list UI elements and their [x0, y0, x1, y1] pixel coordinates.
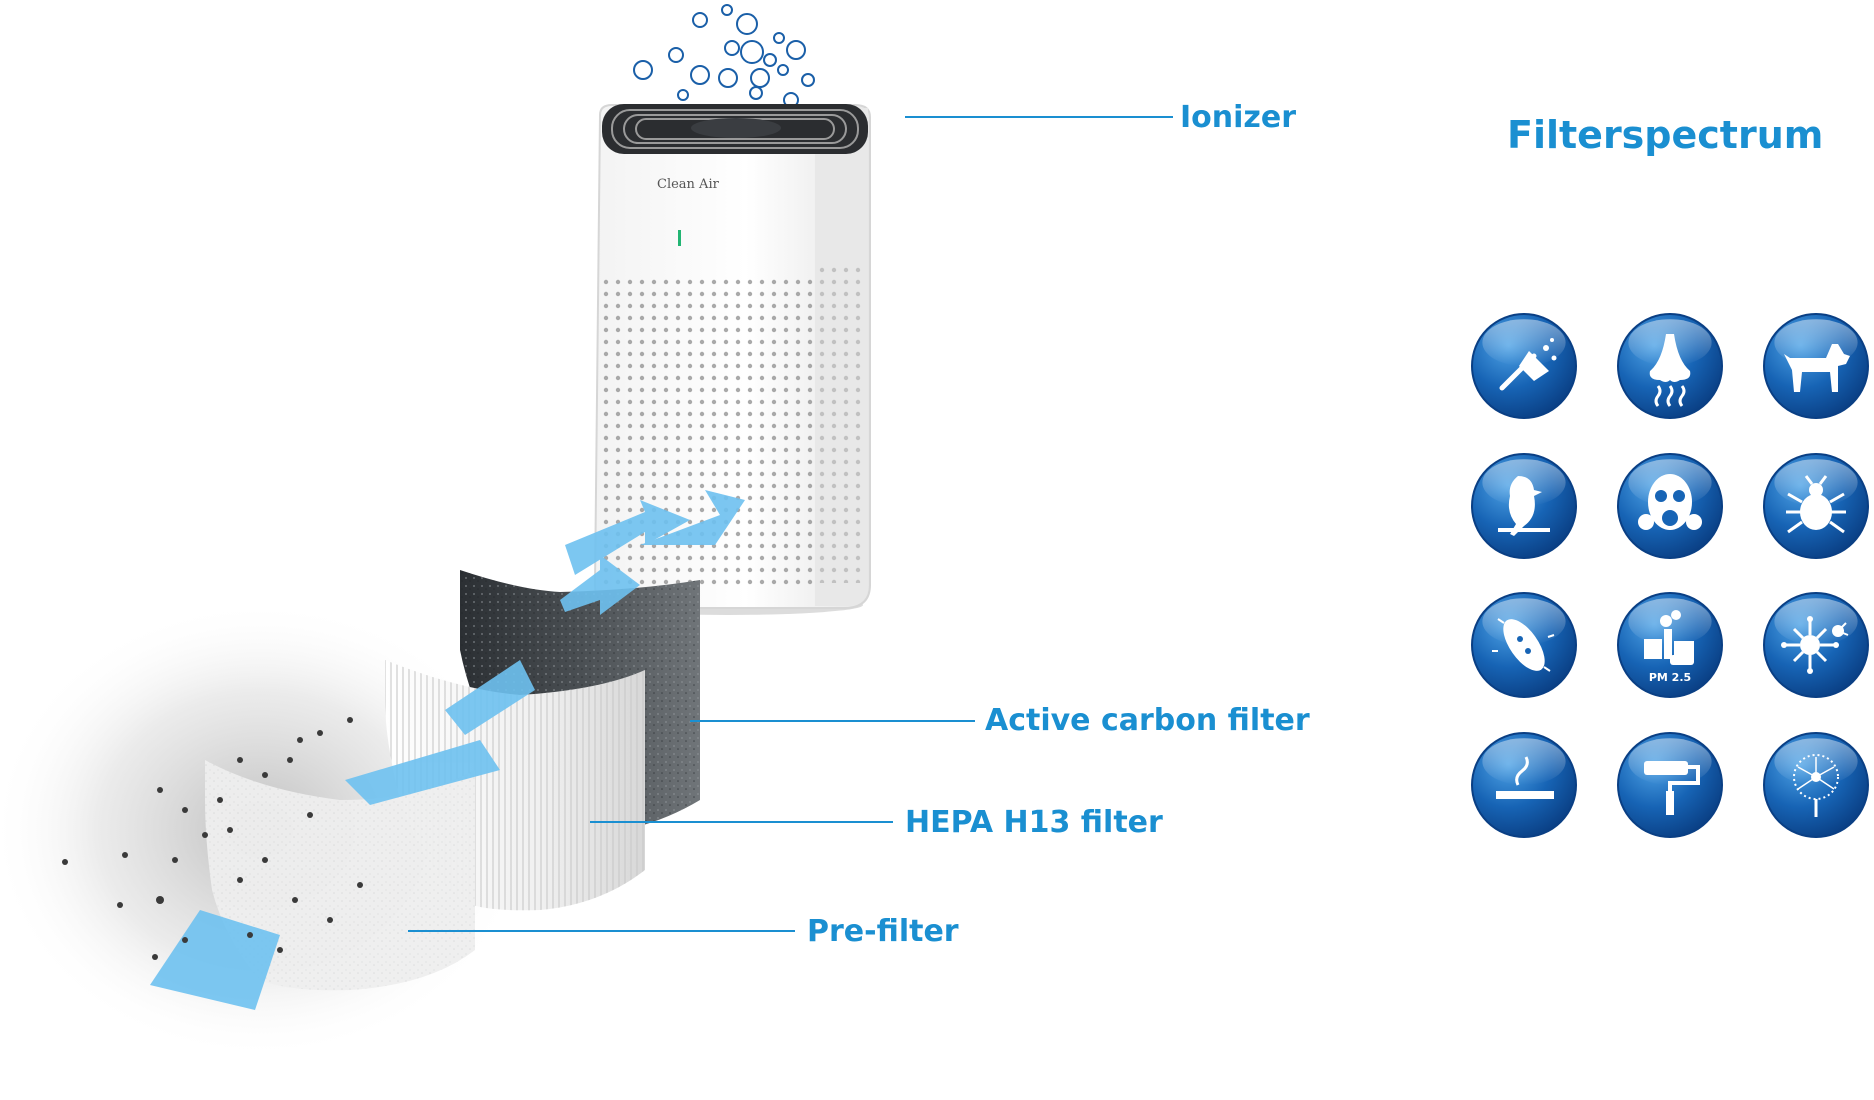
mite-icon: [1763, 453, 1869, 559]
odor-icon: [1617, 313, 1723, 419]
pollen-icon: [1763, 732, 1869, 838]
dust-particles: [62, 717, 363, 960]
hepa-filter-label: HEPA H13 filter: [905, 805, 1163, 840]
ionizer-label: Ionizer: [1180, 100, 1297, 135]
status-led: [678, 230, 681, 246]
leader-lines: [408, 116, 1173, 932]
bird-icon: [1471, 453, 1577, 559]
active-carbon-filter-label: Active carbon filter: [985, 703, 1310, 738]
gas-mask-icon: [1617, 453, 1723, 559]
brand-logo: Clean Air: [657, 177, 720, 192]
paint-roller-icon: [1617, 732, 1723, 838]
pre-filter-label: Pre-filter: [807, 914, 959, 949]
pet-hair-icon: [1763, 313, 1869, 419]
filter-spectrum-grid: PM 2.5: [1471, 313, 1869, 838]
smoke-icon: [1471, 732, 1577, 838]
virus-icon: [1763, 592, 1869, 698]
filterspectrum-heading: Filterspectrum: [1507, 113, 1824, 157]
air-purifier: Clean Air: [593, 104, 871, 615]
airflow-arrows: [150, 490, 745, 1010]
dust-icon: [1471, 313, 1577, 419]
pm25-label: PM 2.5: [1649, 671, 1691, 684]
ion-particles: [633, 4, 815, 108]
bacteria-icon: [1471, 592, 1577, 698]
pm25-icon: PM 2.5: [1617, 592, 1723, 698]
